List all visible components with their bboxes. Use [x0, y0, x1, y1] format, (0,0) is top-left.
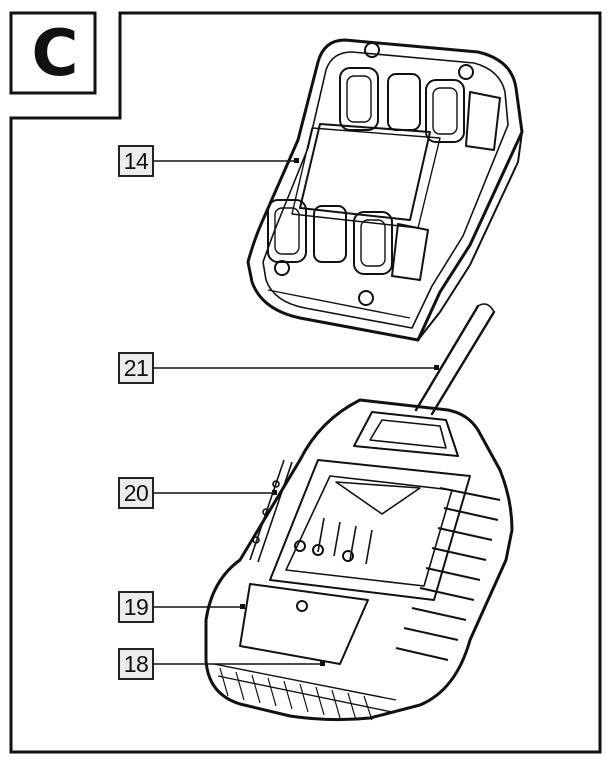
- section-letter: C: [31, 17, 79, 91]
- power-cord-drawing: [414, 303, 496, 416]
- callout-19: 19: [118, 591, 154, 623]
- callout-21: 21: [118, 352, 154, 384]
- leader-lines: [154, 160, 436, 665]
- section-letter-box: [9, 11, 97, 95]
- callout-20: 20: [118, 477, 154, 509]
- battery-pack-drawing: [246, 38, 524, 342]
- callout-18: 18: [118, 648, 154, 680]
- charger-drawing: [204, 398, 514, 722]
- callout-14: 14: [118, 145, 154, 177]
- leader-dots: [240, 158, 439, 666]
- outer-frame: [9, 11, 602, 754]
